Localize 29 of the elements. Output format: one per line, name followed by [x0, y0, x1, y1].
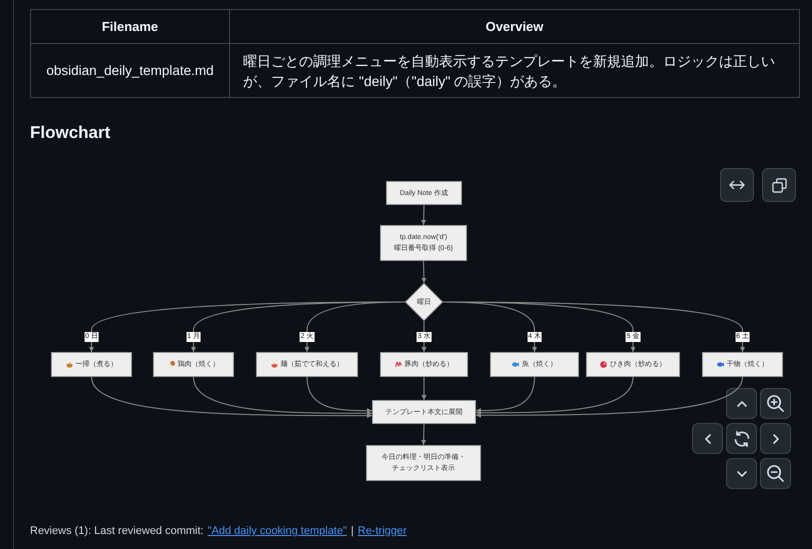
process-box [490, 352, 579, 377]
arrow [306, 376, 372, 414]
process-box [702, 352, 783, 377]
arrow [304, 302, 406, 352]
arrow [91, 376, 372, 418]
process-box [380, 352, 468, 377]
arrow [421, 204, 426, 226]
arrow [476, 376, 634, 416]
header-cell: Filename [30, 10, 230, 44]
process-box [586, 352, 680, 377]
arrow [476, 376, 743, 418]
arrow [422, 320, 426, 352]
commit-link: "Add daily cooking template" [208, 525, 347, 537]
arrow [476, 376, 535, 413]
table-cell: 曜日ごとの調理メニューを自動表示するテンプレートを新規追加。ロジックは正しいが、ファイル名に "deily"（"daily" の誤字）がある。 [230, 44, 800, 98]
section-heading: Flowchart [30, 122, 110, 144]
arrow [442, 302, 745, 352]
review-text: Reviews (1): Last reviewed commit: [30, 525, 204, 537]
table-cell: obsidian_deily_template.md [30, 44, 230, 98]
retrigger-link: Re-trigger [358, 525, 407, 537]
process-box [153, 352, 234, 377]
arrow [422, 376, 426, 400]
process-box [51, 352, 132, 377]
header-cell: Overview [230, 10, 800, 44]
arrow [421, 260, 426, 284]
arrow [421, 424, 426, 446]
arrow [193, 376, 372, 416]
process-box [256, 352, 358, 377]
separator-text: | [350, 525, 354, 537]
